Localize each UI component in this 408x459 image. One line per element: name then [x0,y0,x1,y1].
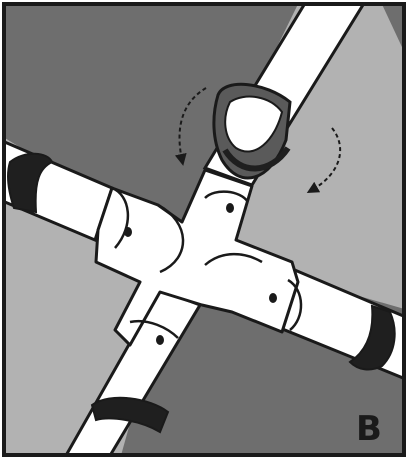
rotate-arrow-left-icon [174,87,207,166]
strap-icon [212,82,292,180]
screw-hole-icon [226,203,234,213]
strap-icon [348,304,396,371]
rotate-arrow-right-icon [306,127,342,193]
strap-icon [6,152,54,214]
connector-hub-icon [94,168,303,347]
screw-hole-icon [124,227,132,237]
screw-hole-icon [269,293,277,303]
panel-label: B [356,409,382,449]
strap-icon [90,396,170,434]
screw-hole-icon [156,335,164,345]
background-dark-corner [381,4,404,52]
background-dark-upper [4,4,299,245]
